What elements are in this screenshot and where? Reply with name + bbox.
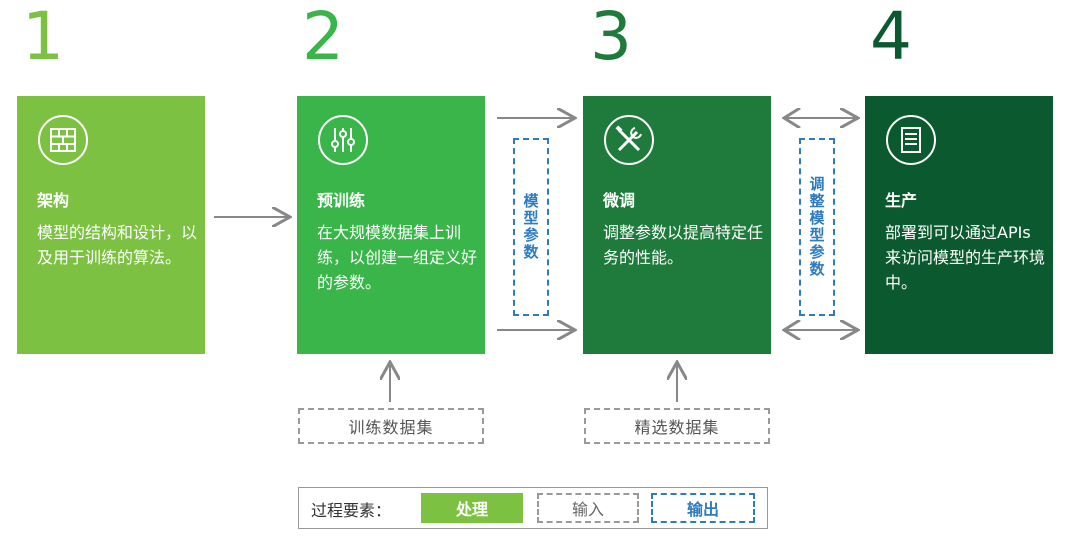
output-model-params-label: 模型参数: [521, 193, 540, 261]
step-desc-architecture: 模型的结构和设计，以及用于训练的算法。: [37, 223, 198, 267]
step-title-production: 生产: [885, 191, 918, 210]
output-tuned-params-label: 调整模型参数: [807, 176, 826, 278]
step-number-1: 1: [22, 0, 64, 75]
step-title-finetuning: 微调: [603, 191, 636, 210]
step-title-architecture: 架构: [37, 191, 70, 210]
step-box-pretraining: 预训练 在大规模数据集上训练，以创建一组定义好的参数。: [297, 96, 485, 354]
input-training-dataset: 训练数据集: [298, 408, 484, 444]
step-desc-pretraining: 在大规模数据集上训练，以创建一组定义好的参数。: [317, 223, 478, 292]
step-number-3: 3: [590, 0, 632, 75]
tools-icon: [604, 115, 654, 165]
step-box-finetuning: 微调 调整参数以提高特定任务的性能。: [583, 96, 771, 354]
step-number-2: 2: [302, 0, 344, 75]
legend-label: 过程要素：: [311, 501, 392, 520]
sliders-icon: [318, 115, 368, 165]
server-icon: [886, 115, 936, 165]
legend-process: 处理: [421, 493, 523, 523]
step-number-4: 4: [870, 0, 912, 75]
legend: 过程要素： 处理 输入 输出: [298, 487, 768, 529]
legend-input: 输入: [537, 493, 639, 523]
step-desc-production: 部署到可以通过APIs来访问模型的生产环境中。: [885, 223, 1046, 292]
step-box-production: 生产 部署到可以通过APIs来访问模型的生产环境中。: [865, 96, 1053, 354]
output-tuned-params: 调整模型参数: [799, 138, 835, 316]
brick-wall-icon: [38, 115, 88, 165]
input-curated-dataset: 精选数据集: [584, 408, 770, 444]
legend-output: 输出: [651, 493, 755, 523]
output-model-params: 模型参数: [513, 138, 549, 316]
step-title-pretraining: 预训练: [317, 191, 366, 210]
step-desc-finetuning: 调整参数以提高特定任务的性能。: [603, 223, 764, 267]
step-box-architecture: 架构 模型的结构和设计，以及用于训练的算法。: [17, 96, 205, 354]
